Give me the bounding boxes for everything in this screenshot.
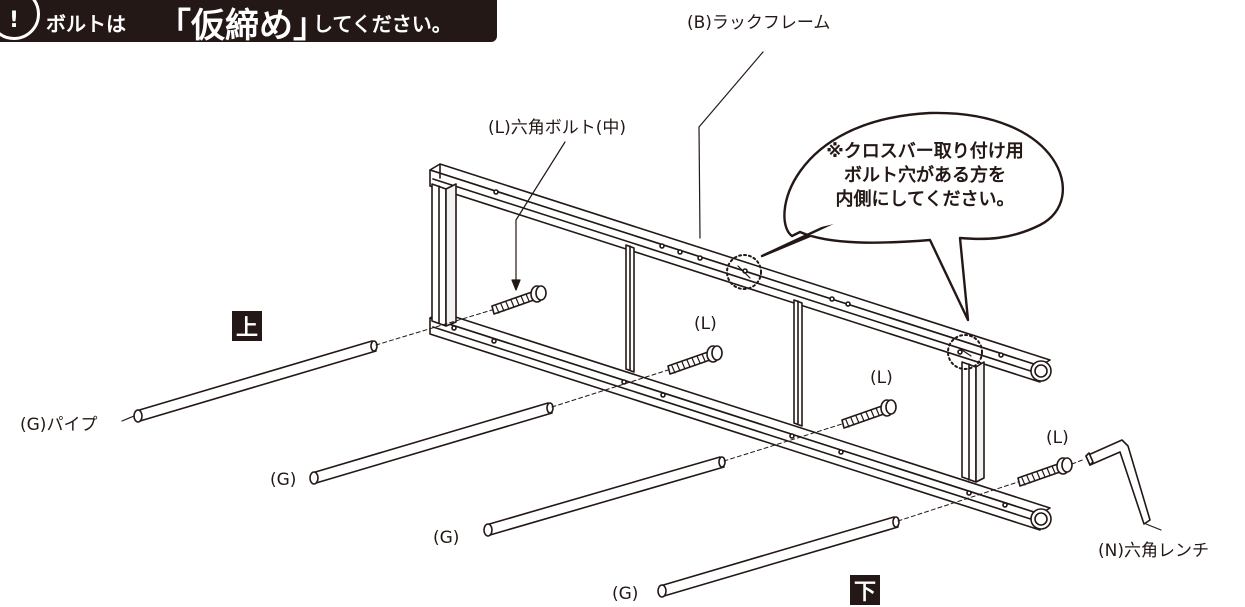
- label-pipe-3: (G): [433, 528, 460, 548]
- pipe-4: [657, 516, 900, 598]
- hex-wrench: [1085, 439, 1151, 525]
- crossbar-hole-marker-1: [726, 254, 762, 290]
- bottom-marker: 下: [850, 575, 880, 605]
- exclamation-circle-icon: !: [0, 0, 40, 40]
- pipe-2: [309, 402, 554, 485]
- bottom-rail-holes: [451, 325, 1008, 508]
- top-rail-holes: [493, 189, 1004, 358]
- pipe-3: [483, 456, 726, 537]
- callout-line-3: 内側にしてください。: [835, 189, 1015, 210]
- label-bolt-2: (L): [694, 314, 717, 334]
- frame-top-end-cap: [1030, 360, 1052, 382]
- label-hex-wrench: (N)六角レンチ: [1098, 541, 1209, 561]
- alignment-guides: [375, 309, 1086, 522]
- frame-middle-bar-1: [625, 244, 635, 373]
- label-pipe-4: (G): [612, 584, 639, 604]
- label-bolt-3: (L): [870, 368, 893, 388]
- callout-text: ※クロスバー取り付け用 ボルト穴がある方を 内側にしてください。: [780, 140, 1070, 212]
- leader-lines: [121, 51, 1162, 531]
- label-pipe-2: (G): [270, 470, 297, 490]
- label-bolt-4: (L): [1046, 428, 1069, 448]
- frame-middle-bar-2: [793, 299, 803, 427]
- warning-banner: ! ボルトは 「仮締め」 してください。: [0, 0, 497, 46]
- banner-text-before: ボルトは: [46, 12, 126, 36]
- frame-top-rail: [429, 163, 1051, 383]
- banner-text-emphasis: 「仮締め」: [157, 6, 327, 46]
- pipe-1: [133, 340, 378, 423]
- callout-line-1: ※クロスバー取り付け用: [826, 141, 1024, 162]
- bolt-lower-right: [1017, 457, 1073, 487]
- callout-pointer-left: [760, 220, 837, 258]
- bolt-upper-left: [491, 285, 547, 315]
- callout-line-2: ボルト穴がある方を: [844, 165, 1006, 186]
- banner-text-after: してください。: [313, 12, 452, 36]
- bolt-middle-right: [841, 399, 897, 429]
- frame-bottom-end-cap: [1030, 508, 1052, 530]
- frame-right-post: [961, 361, 985, 483]
- frame-left-post: [431, 183, 457, 327]
- callout-bubble: [783, 111, 1065, 322]
- bolt-middle-left: [667, 345, 723, 375]
- label-rack-frame: (B)ラックフレーム: [687, 13, 831, 33]
- label-pipe-main: (G)パイプ: [20, 415, 98, 435]
- crossbar-hole-marker-2: [947, 334, 983, 370]
- top-marker: 上: [232, 311, 262, 341]
- label-hex-bolt-medium: (L)六角ボルト(中): [488, 118, 627, 138]
